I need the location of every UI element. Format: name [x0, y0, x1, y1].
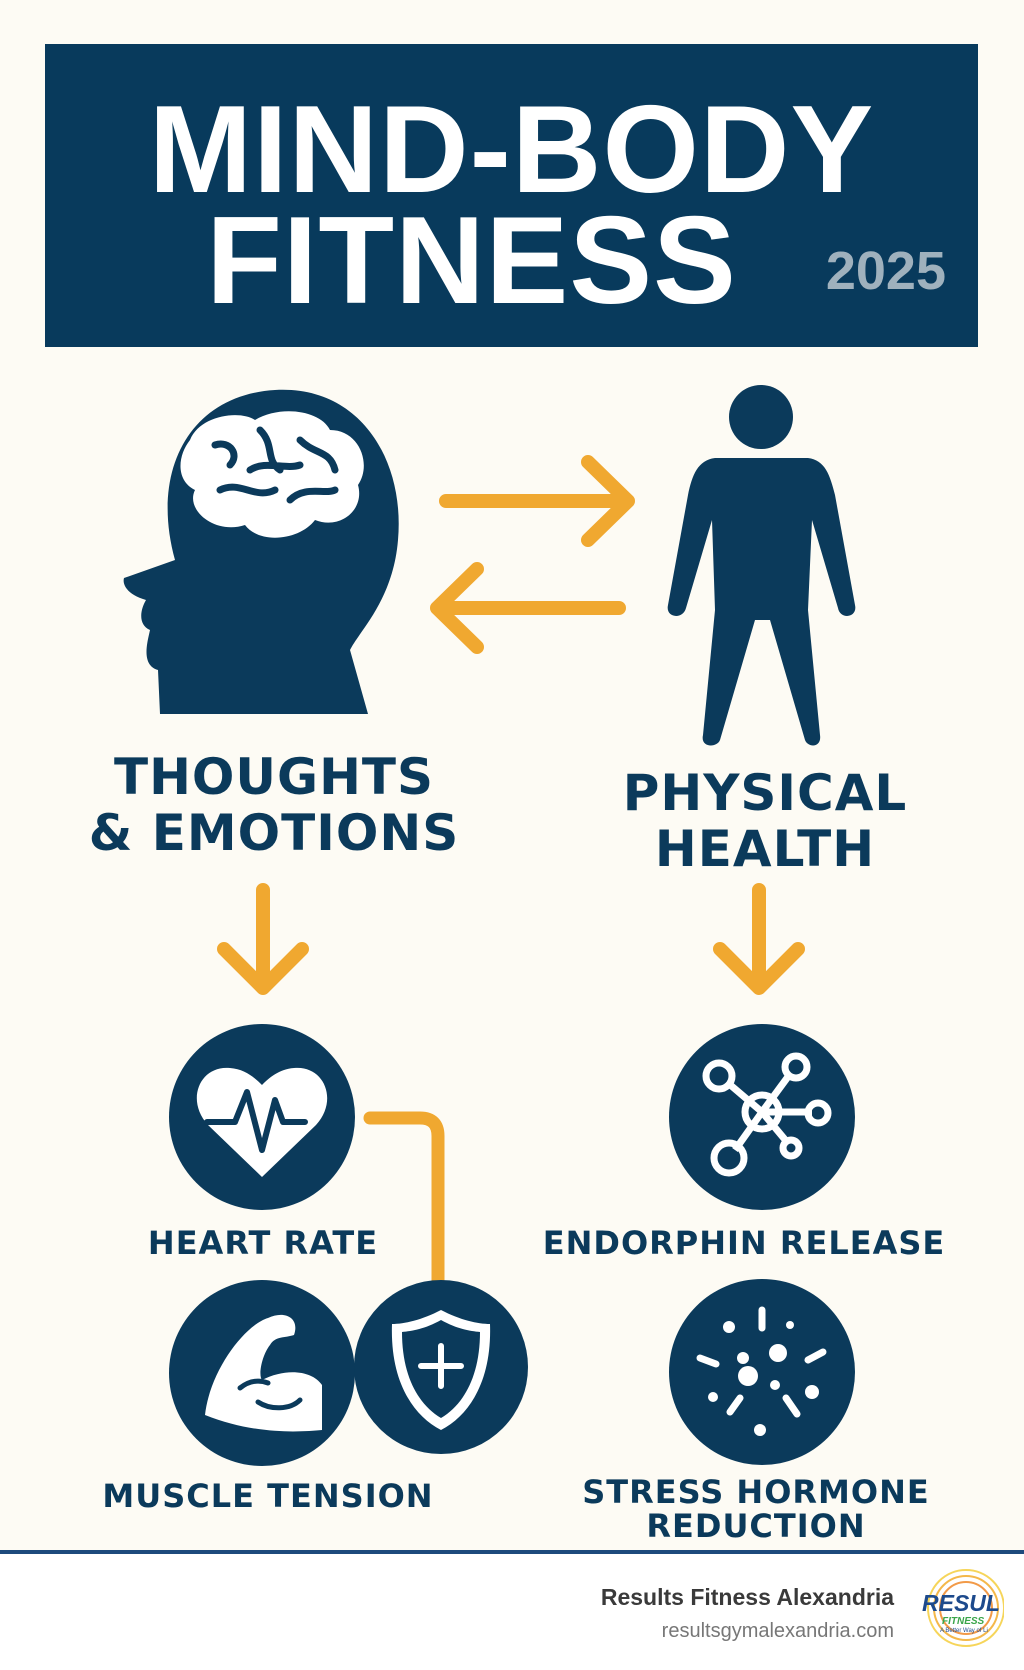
- svg-text:RESUL: RESUL: [922, 1590, 1000, 1616]
- arrow-left-icon: [430, 562, 626, 654]
- brand-logo: RESUL FITNESS A Better Way of Li: [920, 1568, 1004, 1648]
- footer: Results Fitness Alexandria resultsgymale…: [0, 1550, 1024, 1670]
- arrow-right-icon: [439, 455, 635, 547]
- right-heading-line-1: PHYSICAL: [622, 764, 908, 822]
- head-brain-icon: [123, 389, 399, 714]
- infographic-graphics: [123, 385, 856, 1466]
- title-line-1: MIND-BODY: [148, 81, 875, 219]
- human-body-icon: [667, 385, 856, 746]
- left-heading-line-1: THOUGHTS: [113, 748, 435, 806]
- burst-icon: [669, 1279, 855, 1465]
- flexed-arm-icon: [169, 1280, 355, 1466]
- arrow-down-icon: [713, 883, 805, 995]
- shield-plus-icon: [354, 1280, 528, 1454]
- connector-line: [363, 1111, 445, 1289]
- molecule-icon: [669, 1024, 855, 1210]
- year-label: 2025: [825, 241, 946, 301]
- title-line-2: FITNESS: [206, 192, 737, 330]
- svg-text:FITNESS: FITNESS: [942, 1616, 985, 1627]
- heart-pulse-icon: [169, 1024, 355, 1210]
- arrow-down-icon: [217, 883, 309, 995]
- stress-hormone-label-line-1: STRESS HORMONE: [582, 1473, 930, 1511]
- heart-rate-label: HEART RATE: [147, 1224, 379, 1262]
- title-banner: MIND-BODY FITNESS 2025: [45, 44, 978, 347]
- brand-name: Results Fitness Alexandria: [600, 1584, 894, 1610]
- svg-text:A Better Way of Li: A Better Way of Li: [940, 1628, 988, 1634]
- right-heading-line-2: HEALTH: [654, 820, 876, 878]
- stress-hormone-label-line-2: REDUCTION: [646, 1507, 866, 1545]
- muscle-tension-label: MUSCLE TENSION: [102, 1477, 434, 1515]
- website-link[interactable]: resultsgymalexandria.com: [661, 1620, 894, 1642]
- endorphin-release-label: ENDORPHIN RELEASE: [542, 1224, 946, 1262]
- left-heading-line-2: & EMOTIONS: [88, 804, 460, 862]
